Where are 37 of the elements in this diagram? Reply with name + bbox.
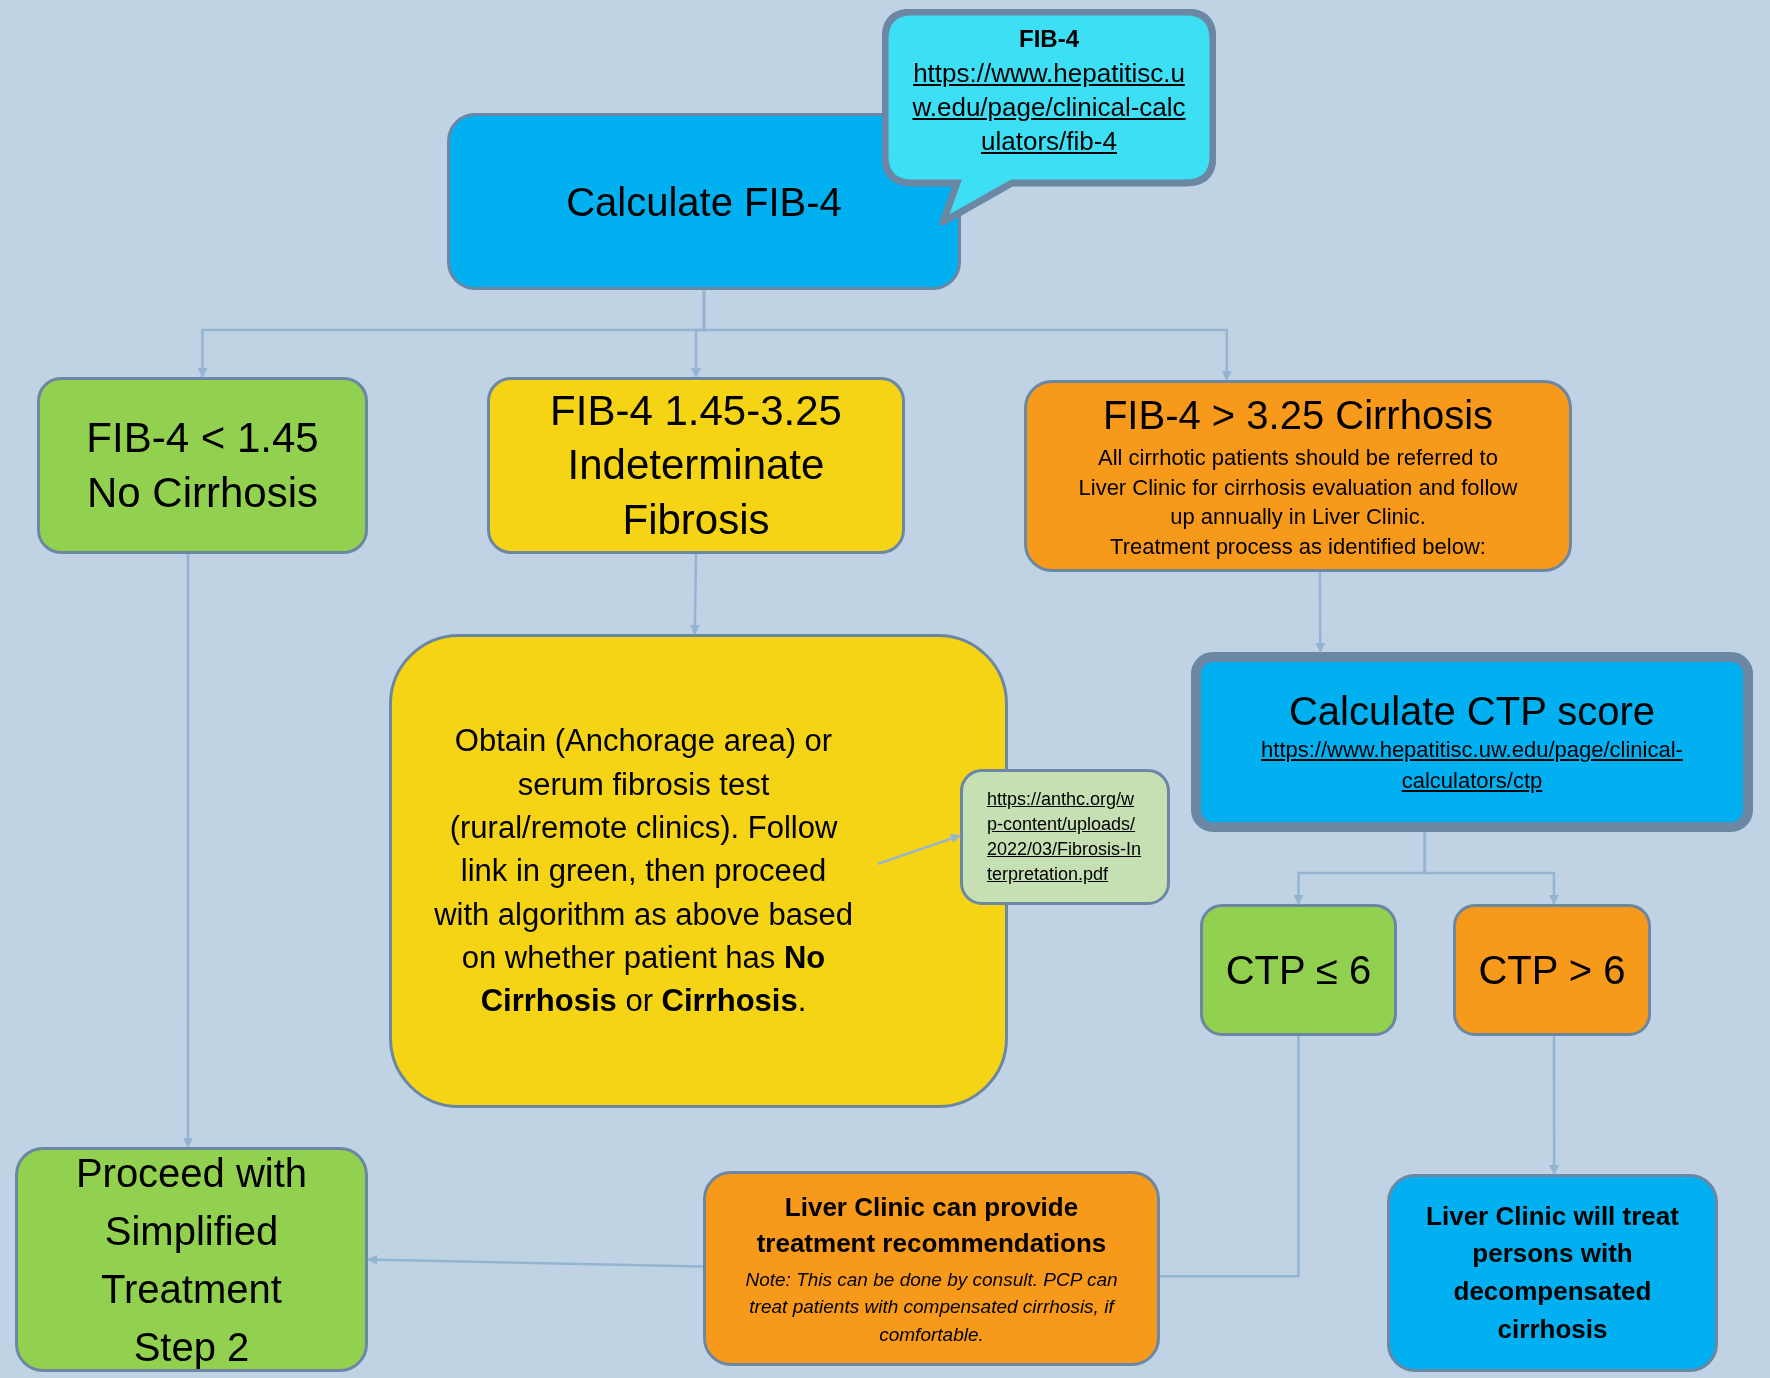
result-box	[1200, 904, 1397, 1036]
outcome-box	[15, 1147, 368, 1372]
box-text: Treatment process as identified below:	[1110, 533, 1486, 562]
arrow	[1315, 572, 1326, 653]
result-box	[1024, 380, 1572, 572]
link: https://www.hepatitisc.uw.edu/page/clinical-calculators/ctp	[1260, 736, 1684, 795]
box-title: Liver Clinic will treat persons with decompensated cirrhosis	[1425, 1199, 1680, 1346]
box-title: CTP > 6	[1478, 947, 1626, 994]
box-title: Calculate CTP score	[1288, 688, 1656, 736]
box-title: Calculate FIB-4	[566, 178, 842, 226]
arrow	[1423, 832, 1559, 905]
link: https://anthc.org/wp-content/uploads/2022/03/Fibrosis-Interpretation.pdf	[987, 787, 1143, 887]
box-title: FIB-4 > 3.25 Cirrhosis	[1102, 392, 1494, 439]
speech-bubble	[882, 9, 1216, 225]
arrow	[367, 1254, 704, 1268]
arrow	[689, 554, 700, 635]
result-box	[1453, 904, 1651, 1036]
box-text: All cirrhotic patients should be referred to Liver Clinic for cirrhosis evaluation and follow up annually in Liver Clinic.	[1077, 444, 1519, 532]
link-box	[960, 769, 1170, 905]
outcome-box	[703, 1171, 1160, 1366]
arrow	[877, 833, 961, 866]
box-title: Proceed with Simplified Treatment Step 2	[74, 1149, 309, 1371]
bubble-title: FIB-4	[1019, 24, 1079, 54]
box-text: Obtain (Anchorage area) or serum fibrosis test (rural/remote clinics). Follow link in green, then proceed with algorithm as above based on whether patient has No Cirrhosis or Cirrhosis.	[433, 722, 854, 1021]
link: https://www.hepatitisc.uw.edu/page/clinical-calculators/fib-4	[911, 57, 1187, 158]
result-box	[37, 377, 368, 554]
box-title: Liver Clinic can provide treatment recommendations	[755, 1190, 1108, 1261]
result-box	[487, 377, 905, 554]
arrow	[182, 554, 193, 1148]
process-box	[1191, 652, 1753, 832]
arrow	[702, 290, 1232, 381]
box-title: FIB-4 < 1.45 No Cirrhosis	[85, 412, 320, 518]
outcome-box	[1387, 1174, 1718, 1372]
box-title: CTP ≤ 6	[1225, 947, 1372, 994]
box-text: Note: This can be done by consult. PCP can treat patients with compensated cirrhosis, if comfortable.	[744, 1267, 1119, 1347]
box-title: FIB-4 1.45-3.25 Indeterminate Fibrosis	[549, 385, 843, 545]
arrow	[1549, 1036, 1560, 1175]
